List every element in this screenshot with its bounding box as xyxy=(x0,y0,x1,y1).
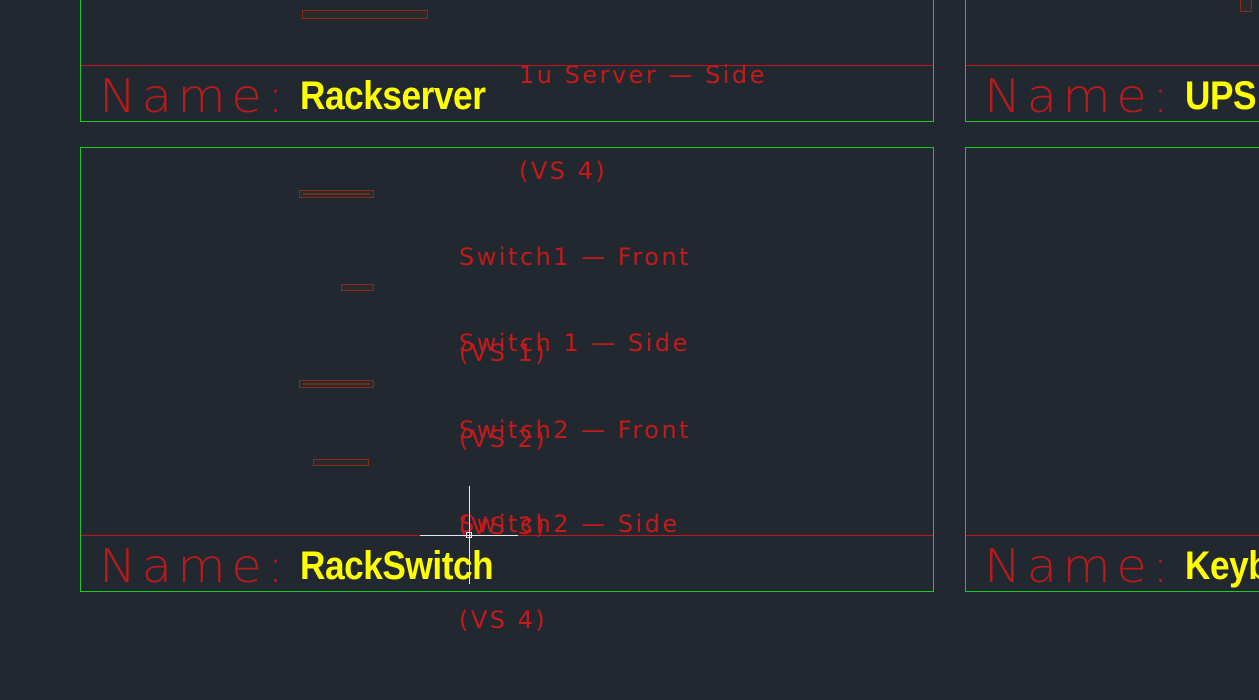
block-name-rackswitch[interactable]: RackSwitch xyxy=(300,544,494,588)
block-panel-keyboard[interactable]: Name: Keyb xyxy=(965,147,1259,592)
switch1-front-thumbnail[interactable] xyxy=(299,190,374,198)
name-divider xyxy=(966,535,1259,536)
block-panel-rackswitch[interactable]: Switch1 — Front (VS 1) Switch 1 — Side (… xyxy=(80,147,934,634)
crosshair-pickbox-icon xyxy=(466,532,472,538)
name-label: Name: xyxy=(984,539,1175,592)
name-divider xyxy=(966,65,1259,66)
ups-panel-clip: Name: UPS xyxy=(965,0,1259,122)
view-title: Switch2 — Side xyxy=(459,510,680,538)
view-title: Switch1 — Front xyxy=(459,243,692,271)
view-state: (VS 2) xyxy=(459,425,548,453)
view-title: Switch2 — Front xyxy=(459,416,692,444)
block-name-rackserver[interactable]: Rackserver xyxy=(300,74,486,118)
rackserver-side-view-thumbnail[interactable] xyxy=(302,10,428,19)
switch2-front-thumbnail[interactable] xyxy=(299,380,374,388)
view-title: 1u Server — Side xyxy=(519,61,767,89)
switch2-side-label: Switch2 — Side (VS 4) xyxy=(459,444,680,700)
name-label: Name: xyxy=(99,69,290,123)
block-name-keyboard[interactable]: Keyb xyxy=(1185,544,1259,588)
block-name-ups[interactable]: UPS xyxy=(1185,74,1257,118)
ups-view-thumbnail-fragment[interactable] xyxy=(1240,0,1252,12)
block-panel-ups[interactable]: Name: UPS xyxy=(965,0,1259,122)
view-title: Switch 1 — Side xyxy=(459,329,690,357)
switch1-side-label: Switch 1 — Side (VS 2) xyxy=(459,263,690,519)
name-label: Name: xyxy=(984,69,1175,122)
view-state: (VS 4) xyxy=(459,606,548,634)
switch1-front-label: Switch1 — Front (VS 1) xyxy=(459,177,691,433)
view-state: (VS 4) xyxy=(519,157,608,185)
view-state: (VS 1) xyxy=(459,339,548,367)
name-divider xyxy=(81,65,933,66)
block-panel-rackserver[interactable]: 1u Server — Side (VS 4) Name: Rackserver xyxy=(80,0,934,185)
switch1-side-thumbnail[interactable] xyxy=(341,284,374,291)
name-label: Name: xyxy=(99,539,290,593)
switch2-side-thumbnail[interactable] xyxy=(313,459,369,466)
crosshair-vertical xyxy=(469,486,470,584)
keyboard-panel-clip: Name: Keyb xyxy=(965,147,1259,592)
